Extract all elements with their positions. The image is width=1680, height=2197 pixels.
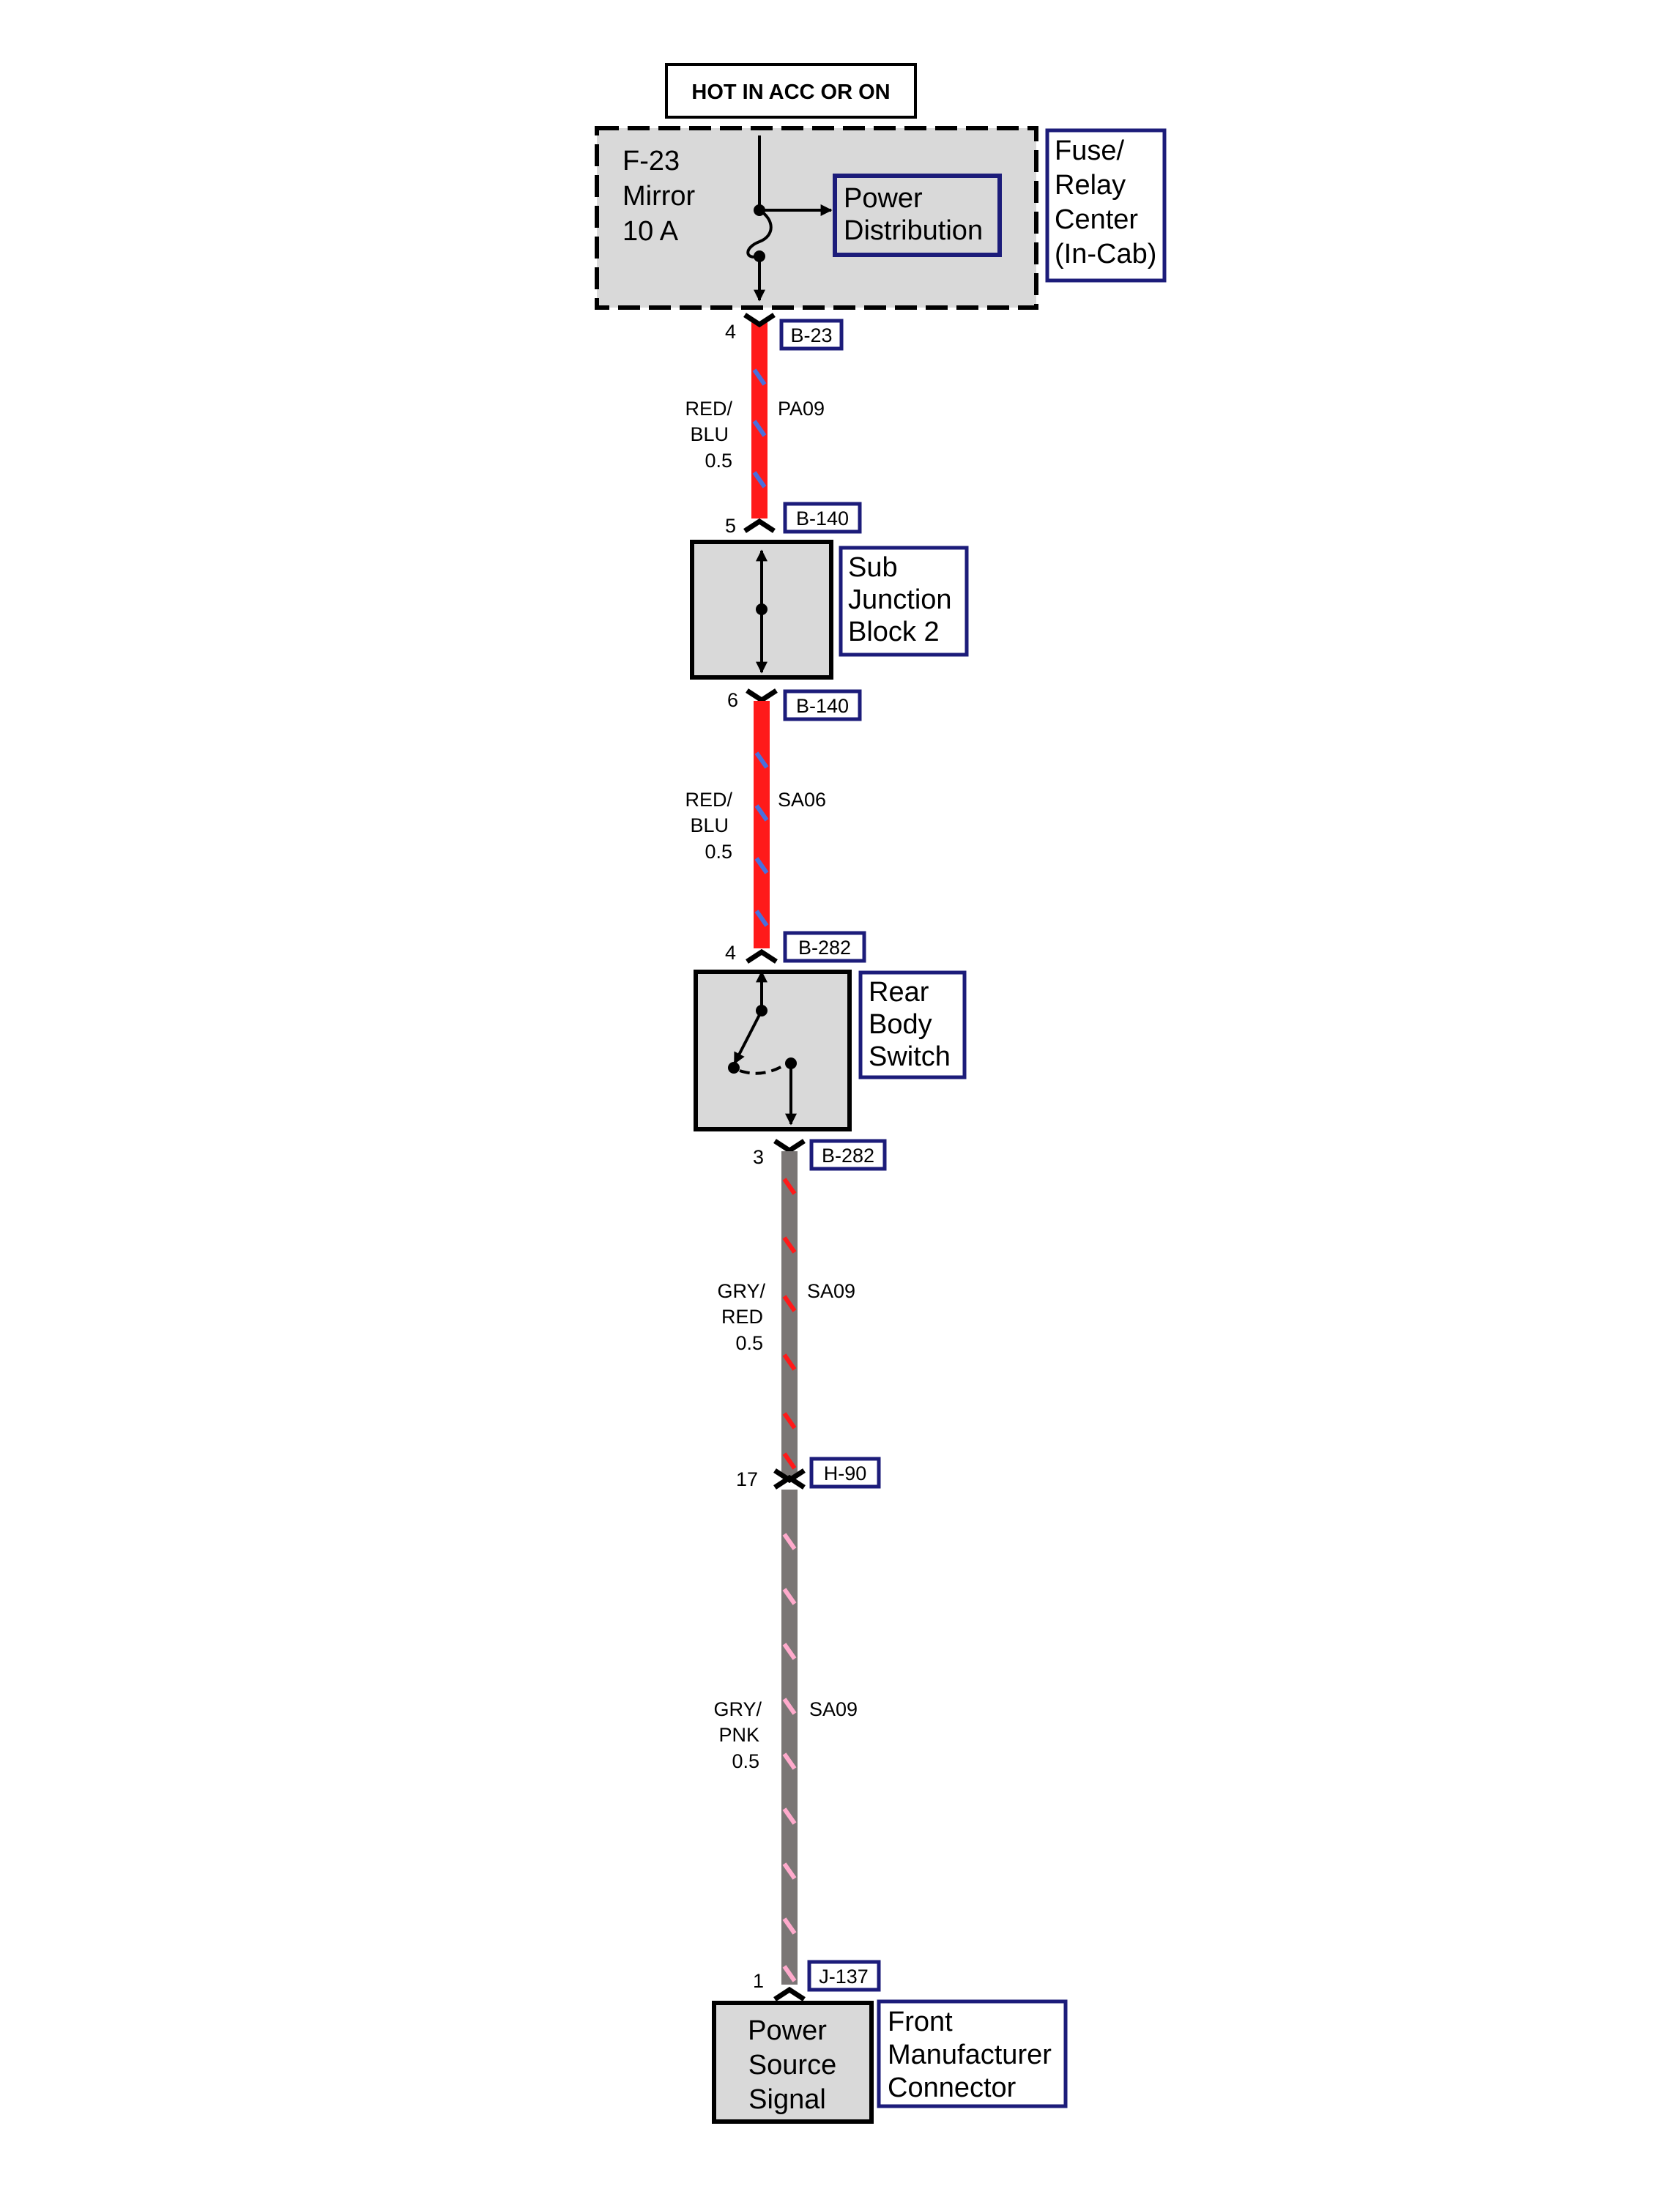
wire-sa09-gry-red [781, 1151, 798, 1478]
wire-color-code: GRY/ [717, 1280, 765, 1302]
connector-id: J-137 [819, 1966, 869, 1988]
connector-pin: 17 [736, 1468, 758, 1490]
wire-color-code: RED [721, 1306, 763, 1328]
supply-label: HOT IN ACC OR ON [691, 81, 890, 104]
circuit-id: PA09 [778, 398, 825, 420]
fuse-box-line: Fuse/ [1055, 135, 1124, 166]
power-source-signal-box: Power Source Signal [712, 2001, 874, 2124]
wire-label-sa09-gry-pnk: GRY/ PNK 0.5 SA09 [713, 1698, 858, 1772]
wire-label-sa06: RED/ BLU 0.5 SA06 [685, 789, 826, 863]
fuse-label: F-23 Mirror 10 A [622, 146, 696, 247]
sub-junction-line: Junction [848, 584, 952, 615]
fuse-box-line: Center [1055, 204, 1138, 235]
connector-id: B-23 [790, 324, 832, 346]
wire-color-code: GRY/ [713, 1698, 762, 1720]
wire-sa06 [754, 701, 770, 948]
fuse-symbol [746, 135, 833, 302]
rear-body-switch-line: Rear [869, 977, 929, 1008]
power-source-line: Source [748, 2050, 836, 2081]
circuit-id: SA06 [778, 789, 826, 811]
connector-b-23: 4 B-23 [725, 313, 844, 351]
wire-color-code: RED/ [685, 398, 732, 420]
supply-label-box: HOT IN ACC OR ON [665, 63, 917, 119]
connector-id: H-90 [824, 1462, 867, 1484]
fuse-box-line: (In-Cab) [1055, 239, 1156, 269]
wire-size: 0.5 [705, 841, 732, 863]
power-distribution-line: Power [844, 183, 923, 214]
connector-b-140-top: 5 B-140 [725, 502, 862, 537]
wire-sa09-gry-pnk [781, 1490, 798, 1985]
fuse-box-line: Relay [1055, 170, 1126, 201]
wire-size: 0.5 [735, 1332, 763, 1354]
front-connector-line: Manufacturer [888, 2040, 1052, 2070]
connector-pin: 4 [725, 942, 736, 964]
sub-junction-line: Block 2 [848, 617, 940, 647]
rear-body-switch [694, 970, 852, 1131]
connector-id: B-282 [798, 937, 851, 959]
connector-b-282-top: 4 B-282 [725, 931, 866, 964]
circuit-id: SA09 [807, 1280, 855, 1302]
front-connector-line: Front [888, 2007, 953, 2037]
power-source-line: Signal [748, 2084, 826, 2115]
wire-size: 0.5 [732, 1750, 759, 1772]
power-source-line: Power [748, 2015, 827, 2046]
connector-pin: 6 [727, 689, 738, 711]
fuse-label-line: F-23 [622, 146, 680, 176]
sub-junction-label: Sub Junction Block 2 [839, 546, 969, 657]
connector-b-282-bottom: 3 B-282 [753, 1139, 887, 1171]
wire-label-pa09: RED/ BLU 0.5 PA09 [685, 398, 825, 472]
connector-pin: 1 [753, 1970, 764, 1992]
sub-junction-line: Sub [848, 552, 898, 583]
wire-label-sa09-gry-red: GRY/ RED 0.5 SA09 [717, 1280, 855, 1354]
front-connector-line: Connector [888, 2073, 1016, 2103]
connector-h-90: 17 H-90 [736, 1457, 881, 1490]
wire-color-code: PNK [718, 1724, 759, 1746]
fuse-label-line: Mirror [622, 181, 696, 212]
rear-body-switch-line: Body [869, 1009, 932, 1040]
sub-junction-block [690, 540, 833, 680]
wire-color-code: BLU [690, 814, 729, 836]
connector-id: B-140 [796, 508, 849, 529]
fuse-label-line: 10 A [622, 216, 679, 247]
connector-id: B-282 [822, 1145, 874, 1167]
connector-id: B-140 [796, 695, 849, 717]
wire-color-code: RED/ [685, 789, 732, 811]
fuse-relay-center-label: Fuse/ Relay Center (In-Cab) [1045, 128, 1167, 283]
wire-size: 0.5 [705, 450, 732, 472]
power-distribution-label: Power Distribution [833, 174, 1002, 257]
connector-pin: 3 [753, 1146, 764, 1168]
circuit-id: SA09 [809, 1698, 858, 1720]
connector-pin: 4 [725, 321, 736, 343]
wire-pa09 [751, 322, 767, 518]
rear-body-switch-line: Switch [869, 1041, 951, 1072]
connector-pin: 5 [725, 515, 736, 537]
wire-color-code: BLU [690, 423, 729, 445]
front-manufacturer-connector-label: Front Manufacturer Connector [877, 1999, 1068, 2108]
rear-body-switch-label: Rear Body Switch [858, 970, 967, 1079]
connector-b-140-bottom: 6 B-140 [727, 688, 862, 721]
connector-j-137: 1 J-137 [753, 1960, 881, 2001]
power-distribution-line: Distribution [844, 215, 983, 246]
